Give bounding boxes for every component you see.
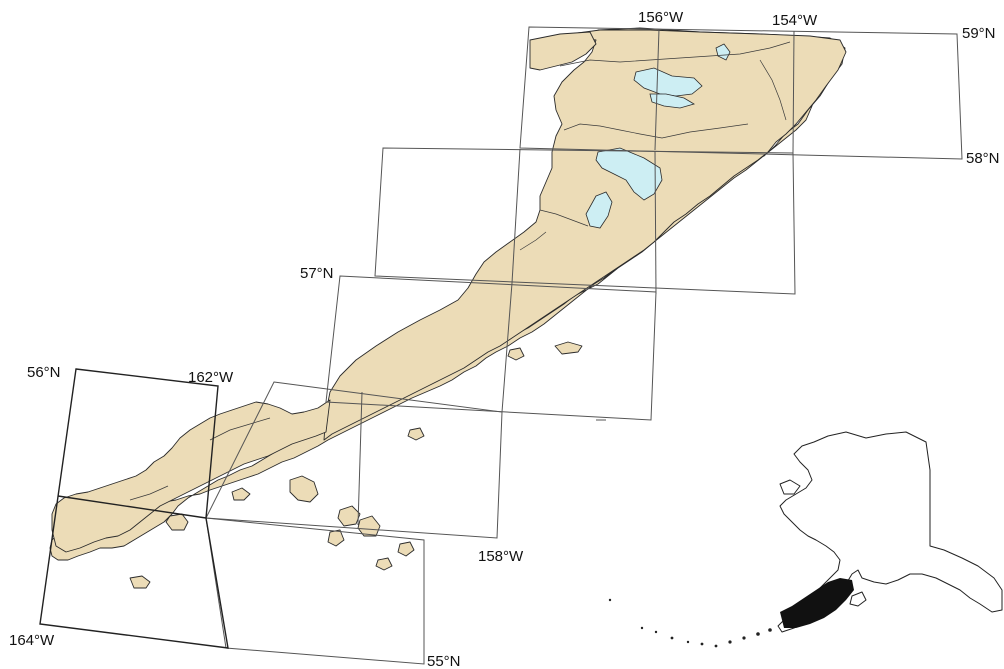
island-4 [357, 515, 381, 537]
label-lon-162: 162°W [188, 369, 234, 386]
label-lat-56: 56°N [27, 364, 61, 381]
seward-peninsula [779, 479, 801, 495]
sheet-58-59-east [519, 26, 963, 160]
sheet-divider-154 [792, 30, 795, 154]
lake-northeast [715, 43, 731, 61]
rivers-layer [129, 41, 791, 501]
lower-peninsula-land [51, 399, 331, 553]
aleutian-dots [608, 598, 772, 648]
river-7 [129, 485, 169, 501]
aleutian-dot [654, 630, 658, 634]
sheet-57-58-divider-2 [654, 150, 657, 295]
index-grid [39, 26, 963, 665]
study-area-highlight [780, 578, 854, 628]
sheet-54-55 [205, 517, 425, 665]
label-lat-57: 57°N [300, 265, 334, 282]
sheet-56-57 [325, 275, 657, 421]
island-12 [407, 427, 425, 441]
sheet-55-56-east-divider [357, 391, 363, 526]
lake-ugashik [585, 191, 613, 229]
island-6 [397, 541, 415, 557]
aleutian-dot [756, 632, 760, 636]
lake-north [649, 93, 695, 109]
land-layer [49, 27, 847, 589]
island-5 [327, 529, 345, 547]
island-7 [554, 341, 583, 355]
aleutian-dot [714, 644, 718, 648]
island-2 [165, 513, 189, 531]
island-10 [375, 557, 393, 571]
sheet-western [39, 368, 229, 649]
island-8 [129, 575, 151, 589]
river-1 [559, 41, 791, 67]
river-3 [539, 209, 589, 227]
kodiak-island [849, 591, 867, 607]
river-4 [519, 231, 547, 251]
northwest-shore-land [529, 31, 597, 71]
label-lon-154: 154°W [772, 12, 818, 29]
aleutian-dot [640, 626, 644, 630]
aleutian-dot [670, 636, 674, 640]
aleutian-dot [742, 636, 746, 640]
label-lon-164: 164°W [9, 632, 55, 649]
sheet-56-57-divider [501, 282, 513, 413]
sheet-western-divider [57, 495, 207, 519]
aleutian-dot [700, 642, 704, 646]
island-1 [289, 475, 319, 503]
river-2 [563, 123, 749, 139]
sheet-55-56-east [205, 381, 503, 539]
alaska-locator-inset [608, 431, 1003, 648]
label-lat-55: 55°N [427, 653, 461, 669]
label-lon-156: 156°W [638, 9, 684, 26]
island-9 [231, 487, 251, 501]
sheet-57-58 [374, 147, 796, 295]
aleutian-dot [768, 628, 772, 632]
peninsula-body [323, 29, 847, 441]
graticule-labels: 156°W 154°W 59°N 58°N 57°N 56°N 162°W 15… [9, 9, 1000, 669]
label-lon-158: 158°W [478, 548, 524, 565]
aleutian-dot [728, 640, 732, 644]
aleutian-dot [608, 598, 612, 602]
sheet-57-58-divider-1 [511, 148, 521, 284]
label-lat-58: 58°N [966, 150, 1000, 167]
island-11 [507, 347, 525, 361]
island-3 [337, 505, 361, 527]
aleutian-dot [686, 640, 690, 644]
lake-becharof [595, 147, 663, 201]
river-5 [759, 59, 787, 121]
lake-naknek [633, 67, 703, 97]
lakes-layer [585, 43, 731, 229]
river-6 [209, 417, 271, 441]
label-lat-59: 59°N [962, 25, 996, 42]
sheet-divider-156 [654, 28, 660, 151]
